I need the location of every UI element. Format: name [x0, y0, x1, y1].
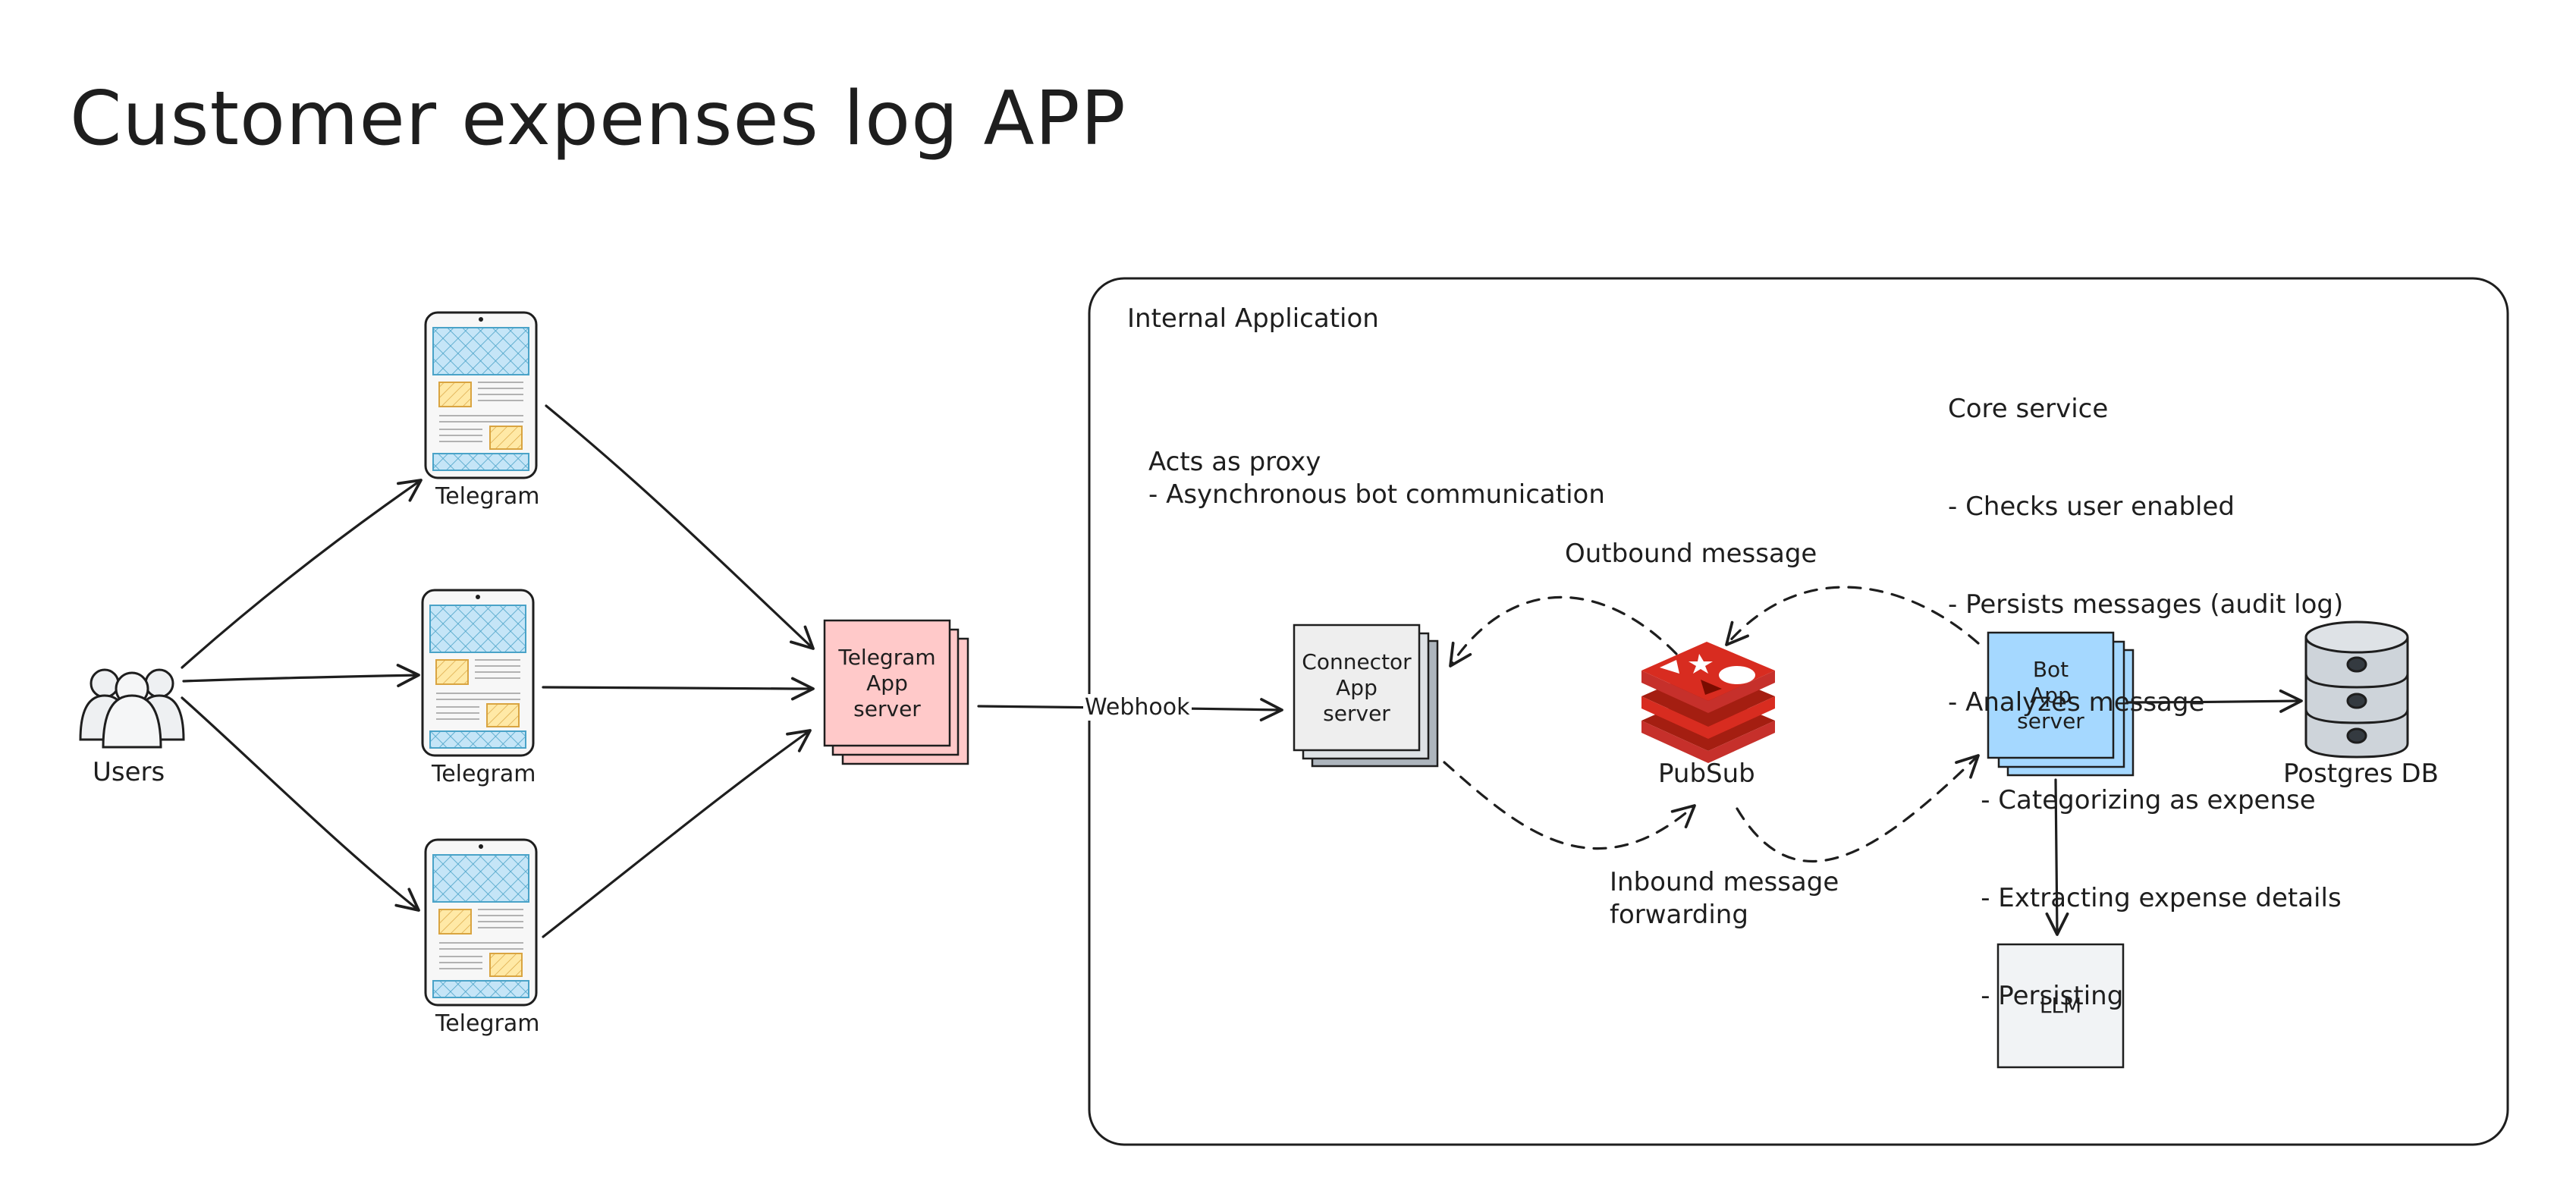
connections-dashed [1443, 586, 1980, 863]
inbound-message-label: Inbound message forwarding [1610, 866, 1839, 931]
webhook-label: Webhook [1083, 694, 1192, 721]
core-note-line: - Analyzes message [1948, 687, 2205, 718]
core-note-line: - Checks user enabled [1948, 492, 2235, 522]
arrow-users-to-phone-2 [182, 664, 420, 688]
arrow-phone-1-to-telegram-server [545, 404, 815, 650]
inbound-label-line: forwarding [1610, 900, 1748, 930]
telegram-app-server-box [823, 619, 969, 765]
pubsub-label: PubSub [1658, 759, 1755, 789]
arrow-phone-3-to-telegram-server [542, 729, 812, 938]
arrow-connector-to-pubsub-inbound [1443, 761, 1696, 850]
arrow-phone-2-to-telegram-server [542, 677, 815, 701]
arrow-bot-to-pubsub-outbound [1725, 586, 1980, 646]
telegram-phone-icon-2 [421, 589, 535, 757]
arrow-users-to-phone-1 [181, 479, 423, 669]
pubsub-redis-icon [1641, 642, 1775, 763]
telegram-phone-icon-1 [424, 311, 538, 479]
connector-app-server-box [1293, 624, 1439, 768]
llm-box [1996, 943, 2125, 1069]
core-note-line: - Extracting expense details [1948, 883, 2342, 913]
bot-app-server-box [1987, 631, 2135, 777]
internal-application-label: Internal Application [1127, 303, 1379, 334]
telegram-app-server-label: Telegram App server [838, 644, 936, 721]
core-note-line: - Categorizing as expense [1948, 785, 2316, 815]
postgres-db-icon [2304, 620, 2409, 759]
proxy-note: Acts as proxy - Asynchronous bot communi… [1148, 446, 1605, 511]
phone-label-3: Telegram [435, 1010, 540, 1037]
outbound-message-label: Outbound message [1565, 539, 1817, 569]
arrow-pubsub-to-connector-outbound [1449, 595, 1678, 668]
bot-app-server-label: Bot App server [2017, 656, 2084, 734]
users-label: Users [93, 757, 165, 787]
core-note-line: Core service [1948, 394, 2109, 424]
page-title: Customer expenses log APP [70, 76, 1126, 162]
phone-label-1: Telegram [435, 483, 540, 510]
postgres-db-label: Postgres DB [2283, 759, 2439, 789]
llm-label: LLM [2039, 993, 2082, 1018]
phone-label-2: Telegram [432, 761, 536, 787]
proxy-note-line: - Asynchronous bot communication [1148, 479, 1605, 510]
arrow-bot-to-llm [2045, 778, 2069, 936]
arrow-pubsub-to-bot-inbound [1736, 754, 1980, 863]
users-icon [79, 668, 185, 749]
core-service-note: Core service - Checks user enabled - Per… [1948, 328, 2343, 1045]
inbound-label-line: Inbound message [1610, 867, 1839, 897]
connector-app-server-label: Connector App server [1302, 649, 1412, 726]
connections-solid [181, 404, 2303, 938]
core-note-line: - Persisting [1948, 981, 2124, 1011]
arrow-users-to-phone-3 [181, 696, 420, 912]
proxy-note-line: Acts as proxy [1148, 447, 1321, 477]
telegram-phone-icon-3 [424, 838, 538, 1007]
core-note-line: - Persists messages (audit log) [1948, 589, 2344, 620]
arrow-bot-to-postgres [2125, 689, 2303, 713]
